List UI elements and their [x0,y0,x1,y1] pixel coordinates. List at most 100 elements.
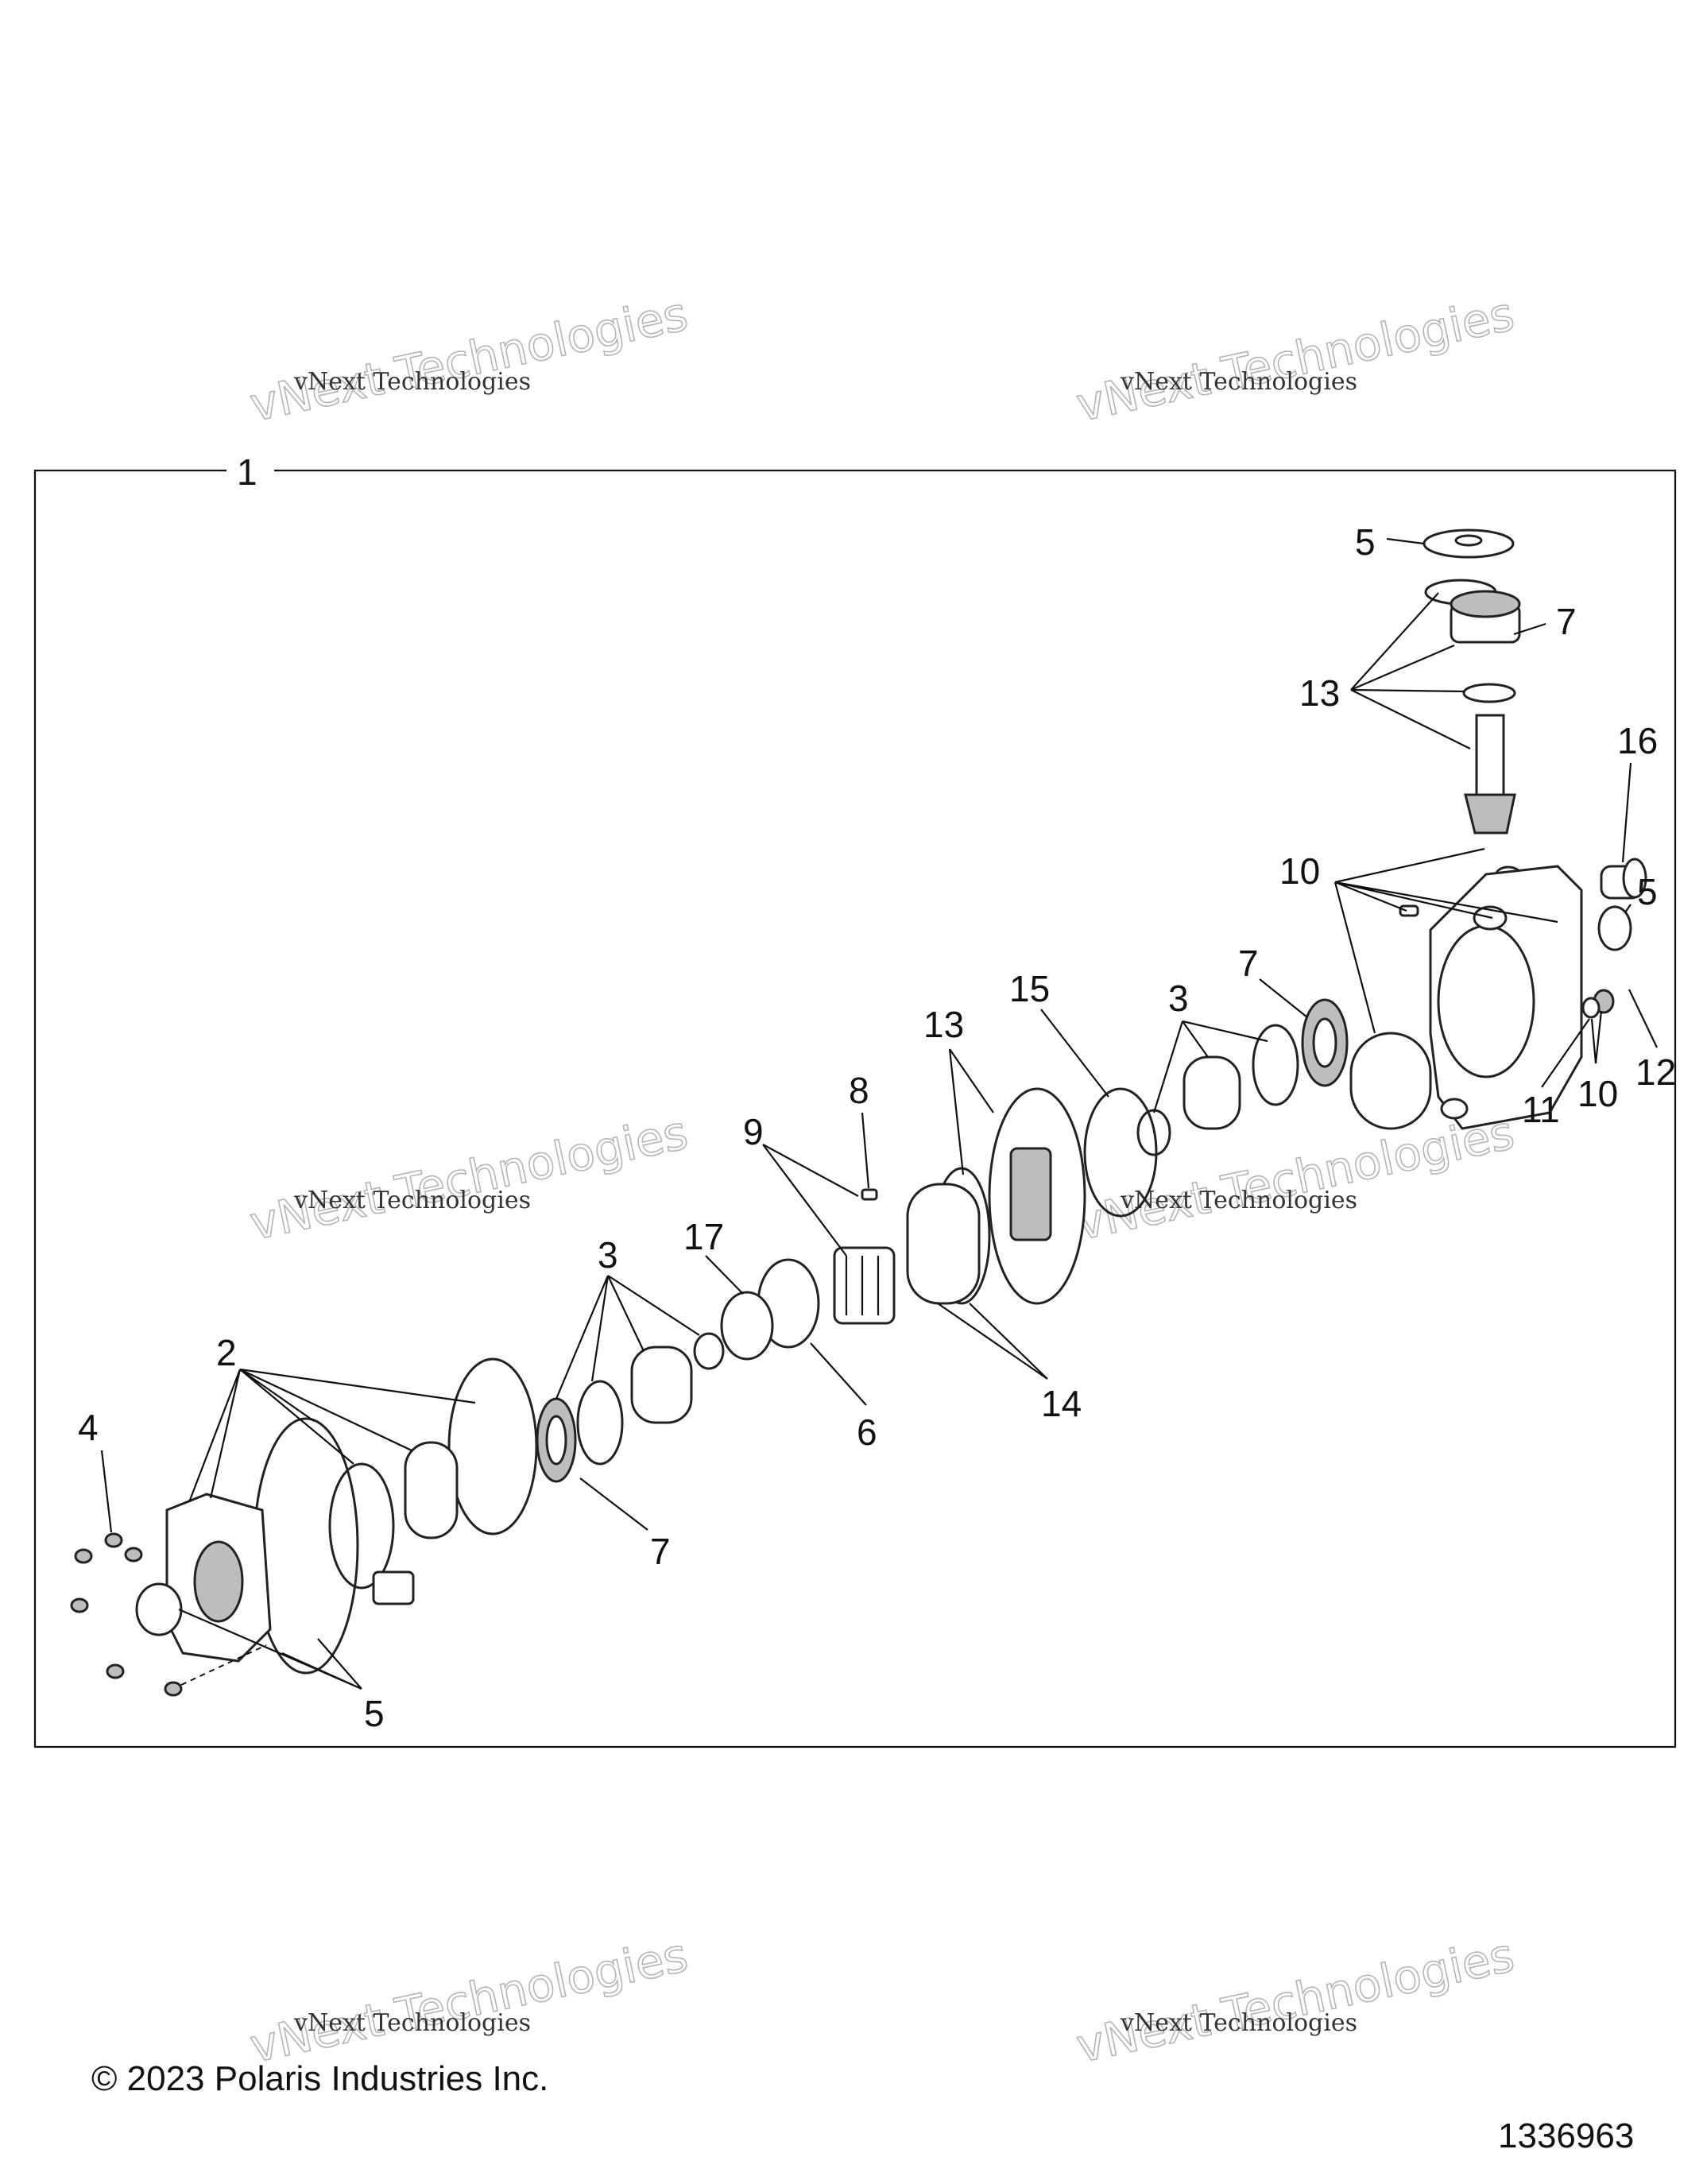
callout-5-right: 5 [1637,871,1658,912]
race-lower [576,1380,624,1466]
callout-3-lower: 3 [598,1234,618,1276]
ring-gear-spline [1009,1147,1052,1241]
callout-4: 4 [78,1407,99,1448]
leader-4 [100,1450,113,1533]
watermark-bottom-right: vNext Technologies vNext Technologies [1071,1927,1519,2074]
watermark-top-left: vNext Technologies vNext Technologies [245,286,693,433]
figure-number: 1336963 [1498,2116,1634,2155]
svg-text:vNext Technologies: vNext Technologies [246,287,692,432]
race-mid [1252,1024,1299,1106]
plug-washer [1581,997,1601,1019]
leader-13-mid [948,1048,994,1175]
svg-text:vNext Technologies: vNext Technologies [246,1106,692,1251]
dowel-pin [1399,904,1419,917]
breather-cap [1622,858,1647,899]
callout-6: 6 [857,1411,877,1453]
seal-right [1597,905,1632,951]
callout-7-lower: 7 [650,1531,671,1572]
coil-connector [372,1570,415,1605]
leader-16 [1621,762,1632,863]
pin-8 [861,1188,878,1201]
leader-11 [1541,1018,1590,1088]
callout-11: 11 [1522,1089,1560,1130]
svg-text:vNext Technologies: vNext Technologies [293,1187,531,1214]
callout-10-lower: 10 [1577,1073,1618,1114]
leader-12 [1628,989,1658,1048]
svg-text:vNext Technologies: vNext Technologies [1072,287,1519,432]
callout-13-top: 13 [1299,672,1340,714]
svg-text:vNext Technologies: vNext Technologies [1120,1187,1357,1214]
callout-7-mid: 7 [1238,943,1259,984]
copyright-text: © 2023 Polaris Industries Inc. [91,2059,548,2098]
callout-5-lower: 5 [364,1693,385,1734]
bolt-6 [164,1681,183,1697]
leader-3-lower [555,1275,700,1400]
callout-7-top: 7 [1556,601,1577,642]
svg-text:vNext Technologies: vNext Technologies [1120,368,1357,396]
roll-cage-slots [845,1256,880,1315]
leader-3-upper [1152,1020,1268,1113]
pinion-gear [1464,793,1516,834]
leader-8 [861,1112,870,1189]
leader-5-right [1624,904,1632,913]
callout-16: 16 [1617,720,1658,761]
ring-lower [328,1462,395,1590]
svg-text:vNext Technologies: vNext Technologies [1120,2009,1357,2037]
leader-7-mid [1259,978,1308,1018]
callout-2: 2 [216,1332,237,1373]
armature-plate [906,1183,981,1305]
roller-bearing-mid [1183,1055,1241,1130]
cover-bore [193,1540,244,1623]
leader-10-upper [1333,847,1558,1034]
leader-7-lower [579,1477,648,1531]
callout-5-top: 5 [1355,521,1376,563]
leader-13-top [1350,592,1471,749]
callout-8: 8 [849,1070,869,1111]
shim-top [1462,683,1516,703]
bearing-top-face [1450,590,1521,618]
bolt-1 [104,1532,123,1548]
assembly-frame [33,469,1677,1748]
watermark-middle-left: vNext Technologies vNext Technologies [245,1105,693,1252]
bolts [70,1532,183,1697]
leader-lines [100,537,1658,1690]
callout-10-upper: 10 [1279,850,1320,892]
svg-text:vNext Technologies: vNext Technologies [293,2009,531,2037]
roll-cage [833,1246,896,1325]
watermark-top-right: vNext Technologies vNext Technologies [1071,286,1519,433]
svg-text:vNext Technologies: vNext Technologies [1072,1928,1519,2074]
svg-text:vNext Technologies: vNext Technologies [246,1928,692,2074]
callout-3-upper: 3 [1168,978,1189,1019]
assembly-label: 1 [237,451,257,493]
leader-2 [188,1368,476,1503]
leader-6 [810,1342,867,1406]
callout-15: 15 [1009,968,1050,1009]
leader-5-lower [178,1608,362,1690]
bolt-3 [124,1547,143,1562]
leader-9 [762,1144,859,1257]
callout-13-mid: 13 [923,1004,964,1045]
spring-plate-17 [720,1291,774,1361]
leader-14 [937,1303,1048,1380]
shim-lower-large [447,1357,538,1535]
svg-text:vNext Technologies: vNext Technologies [293,368,531,396]
cover-seal [135,1582,183,1636]
leader-5-top [1386,537,1425,545]
callout-9: 9 [743,1111,764,1152]
housing-bore [1437,924,1535,1078]
shim-15 [1083,1087,1158,1218]
pinion-shaft [1475,714,1505,796]
bearing-cup-sleeve [1349,1032,1432,1130]
bearing-mid-inner [1312,1017,1337,1068]
leader-15 [1040,1009,1109,1098]
callout-14: 14 [1041,1383,1082,1424]
bolt-2 [74,1548,93,1564]
bolt-5 [106,1663,125,1679]
roller-bearing-lower [630,1346,693,1424]
leader-17 [705,1255,744,1295]
callout-12: 12 [1635,1051,1676,1093]
housing-lower-boss [1440,1098,1469,1120]
cup-lower [404,1441,459,1539]
